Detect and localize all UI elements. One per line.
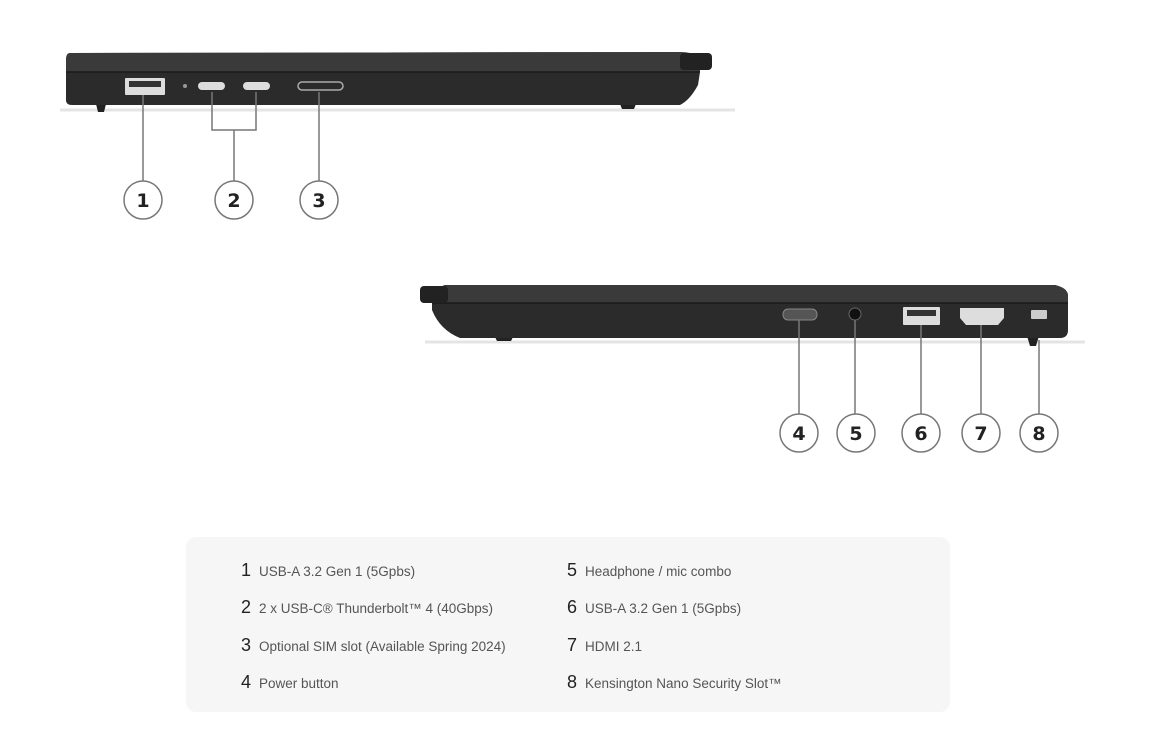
callout-circle (123, 180, 163, 220)
callout-circle (961, 413, 1001, 453)
legend-number: 1 (241, 560, 252, 580)
callout-number: 6 (914, 423, 927, 445)
legend-item: 1 USB-A 3.2 Gen 1 (5Gpbs) (241, 560, 415, 581)
legend-number: 5 (567, 560, 578, 580)
usb-c-port (243, 82, 270, 90)
legend-number: 2 (241, 597, 252, 617)
legend-label: 2 x USB-C® Thunderbolt™ 4 (40Gbps) (259, 601, 494, 616)
legend-number: 7 (567, 635, 578, 655)
legend-item: 7 HDMI 2.1 (567, 635, 642, 656)
legend-label: USB-A 3.2 Gen 1 (5Gpbs) (585, 601, 742, 616)
legend-label: Kensington Nano Security Slot™ (585, 676, 782, 691)
laptop-left-side (60, 52, 735, 112)
callout-number: 4 (792, 423, 805, 445)
legend-label: HDMI 2.1 (585, 639, 643, 654)
legend-item: 2 2 x USB-C® Thunderbolt™ 4 (40Gbps) (241, 597, 493, 618)
callout-circle (214, 180, 254, 220)
callout-number: 1 (136, 190, 149, 212)
laptop-right-side (420, 285, 1085, 346)
callout-circle (299, 180, 339, 220)
audio-jack (848, 307, 862, 321)
callout-circle (1019, 413, 1059, 453)
power-button (782, 308, 818, 321)
legend-item: 6 USB-A 3.2 Gen 1 (5Gpbs) (567, 597, 741, 618)
legend-label: Power button (259, 676, 339, 691)
callout-circle (901, 413, 941, 453)
legend-item: 3 Optional SIM slot (Available Spring 202… (241, 635, 506, 656)
legend-item: 4 Power button (241, 672, 339, 693)
kensington-slot (1031, 310, 1047, 319)
callout-number: 8 (1032, 423, 1045, 445)
legend-item: 8 Kensington Nano Security Slot™ (567, 672, 782, 693)
legend-number: 8 (567, 672, 578, 692)
legend-number: 3 (241, 635, 252, 655)
legend-item: 5 Headphone / mic combo (567, 560, 731, 581)
legend-number: 6 (567, 597, 578, 617)
sim-slot (297, 81, 344, 91)
callout-circle (836, 413, 876, 453)
callout-number: 7 (974, 423, 987, 445)
led-indicator (183, 84, 187, 88)
legend-label: Headphone / mic combo (585, 564, 732, 579)
usb-c-port (198, 82, 225, 90)
callout-number: 2 (227, 190, 240, 212)
legend-label: USB-A 3.2 Gen 1 (5Gpbs) (259, 564, 416, 579)
callout-number: 3 (312, 190, 325, 212)
legend-label: Optional SIM slot (Available Spring 2024… (259, 639, 506, 654)
hdmi-port (960, 308, 1004, 325)
callout-circle (779, 413, 819, 453)
callout-lines (142, 92, 1040, 414)
callout-number: 5 (849, 423, 862, 445)
legend-number: 4 (241, 672, 252, 692)
